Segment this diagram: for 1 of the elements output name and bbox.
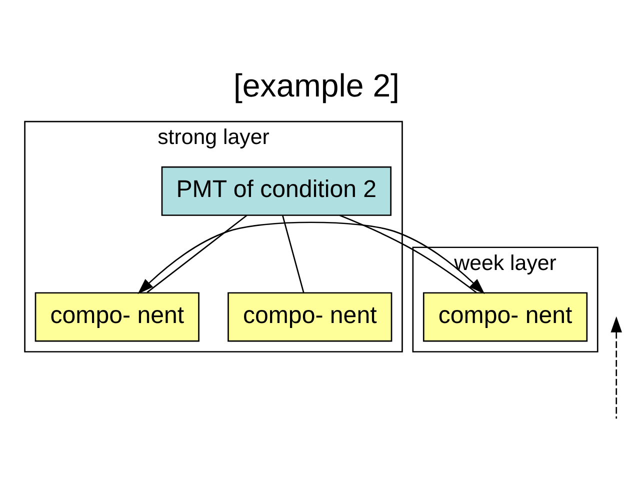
diagram-title: [example 2] — [234, 66, 400, 103]
